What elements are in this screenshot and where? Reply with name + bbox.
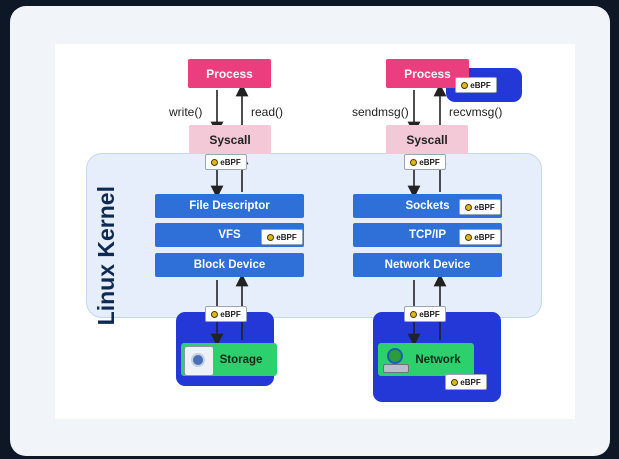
left-syscall-box: Syscall: [189, 125, 271, 154]
hard-disk-icon: [184, 346, 214, 376]
right-layer-network-device: Network Device: [353, 253, 502, 277]
left-call-up-label: read(): [251, 105, 284, 119]
left-process-box: Process: [188, 59, 271, 88]
ebpf-badge-network-device: eBPF: [404, 306, 446, 322]
ebpf-label: eBPF: [220, 157, 241, 167]
ebpf-label: eBPF: [276, 232, 297, 242]
network-globe-icon: [381, 346, 409, 374]
ebpf-badge-storage: eBPF: [205, 306, 247, 322]
ebpf-badge-vfs: eBPF: [261, 229, 303, 245]
right-call-down-label: sendmsg(): [352, 105, 409, 119]
ebpf-label: eBPF: [419, 157, 440, 167]
bee-icon: [465, 203, 473, 211]
ebpf-label: eBPF: [460, 377, 481, 387]
left-layer-file-descriptor: File Descriptor: [155, 194, 304, 218]
ebpf-badge-right-syscall: eBPF: [404, 154, 446, 170]
right-syscall-box: Syscall: [386, 125, 468, 154]
bee-icon: [211, 158, 219, 166]
bee-icon: [410, 310, 418, 318]
bee-icon: [267, 233, 275, 241]
ebpf-label: eBPF: [474, 232, 495, 242]
ebpf-badge-left-syscall: eBPF: [205, 154, 247, 170]
left-call-down-label: write(): [169, 105, 203, 119]
storage-label: Storage: [219, 353, 263, 366]
ebpf-label: eBPF: [419, 309, 440, 319]
bee-icon: [451, 378, 459, 386]
bee-icon: [465, 233, 473, 241]
ebpf-badge-sockets: eBPF: [459, 199, 501, 215]
ebpf-badge-network: eBPF: [445, 374, 487, 390]
right-call-up-label: recvmsg(): [449, 105, 503, 119]
ebpf-badge-tcpip: eBPF: [459, 229, 501, 245]
network-label: Network: [415, 353, 461, 366]
ebpf-badge-right-process: eBPF: [455, 77, 497, 93]
bee-icon: [461, 81, 469, 89]
bee-icon: [211, 310, 219, 318]
bee-icon: [410, 158, 418, 166]
ebpf-label: eBPF: [470, 80, 491, 90]
left-layer-block-device: Block Device: [155, 253, 304, 277]
ebpf-label: eBPF: [474, 202, 495, 212]
ebpf-label: eBPF: [220, 309, 241, 319]
